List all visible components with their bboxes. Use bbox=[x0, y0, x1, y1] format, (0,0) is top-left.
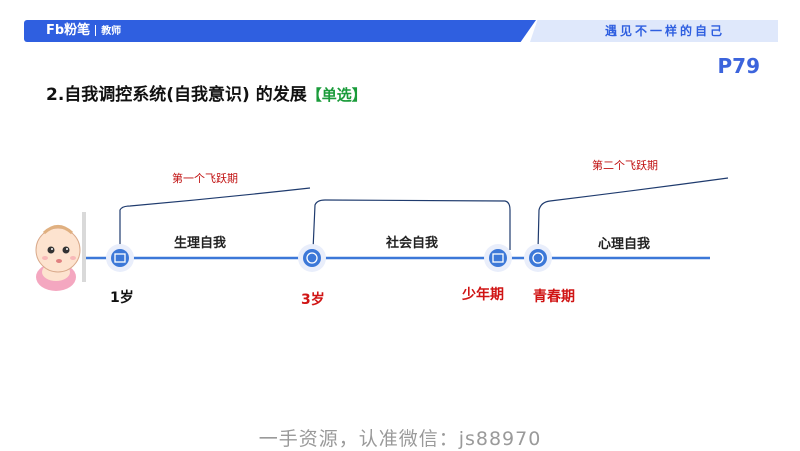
segment-label-social: 社会自我 bbox=[386, 236, 439, 251]
annotation-first-leap: 第一个飞跃期 bbox=[172, 172, 238, 185]
age-label-1: 1岁 bbox=[110, 290, 134, 306]
age-label-puberty: 青春期 bbox=[533, 289, 575, 305]
node-4 bbox=[524, 244, 552, 272]
logo-text: Fb粉笔 bbox=[46, 23, 91, 38]
watermark: 一手资源，认准微信：js88970 bbox=[258, 428, 542, 450]
logo-subtitle: 教师 bbox=[101, 26, 122, 37]
slogan-banner bbox=[530, 20, 778, 42]
segment-label-psychological: 心理自我 bbox=[598, 237, 651, 252]
segment-bracket-3 bbox=[537, 177, 729, 251]
age-label-adolescence: 少年期 bbox=[462, 287, 504, 303]
baby-illustration bbox=[35, 212, 86, 291]
segment-label-physical: 生理自我 bbox=[174, 236, 227, 251]
header-slogan: 遇见不一样的自己 bbox=[604, 24, 725, 38]
node-1 bbox=[106, 244, 134, 272]
title-tag: 【单选】 bbox=[306, 86, 367, 104]
header-banner bbox=[24, 20, 536, 42]
node-3 bbox=[484, 244, 512, 272]
title-text: 2.自我调控系统(自我意识) 的发展 bbox=[46, 85, 307, 105]
age-label-3: 3岁 bbox=[301, 292, 325, 308]
annotation-second-leap: 第二个飞跃期 bbox=[592, 159, 658, 172]
node-2 bbox=[298, 244, 326, 272]
slide-title: 2.自我调控系统(自我意识) 的发展【单选】 bbox=[46, 80, 367, 105]
segment-bracket-2 bbox=[312, 199, 511, 251]
page-number: P79 bbox=[717, 54, 761, 78]
segment-bracket-1 bbox=[119, 187, 311, 250]
brand-logo: Fb粉笔教师 bbox=[46, 22, 121, 41]
logo-divider bbox=[95, 25, 97, 36]
